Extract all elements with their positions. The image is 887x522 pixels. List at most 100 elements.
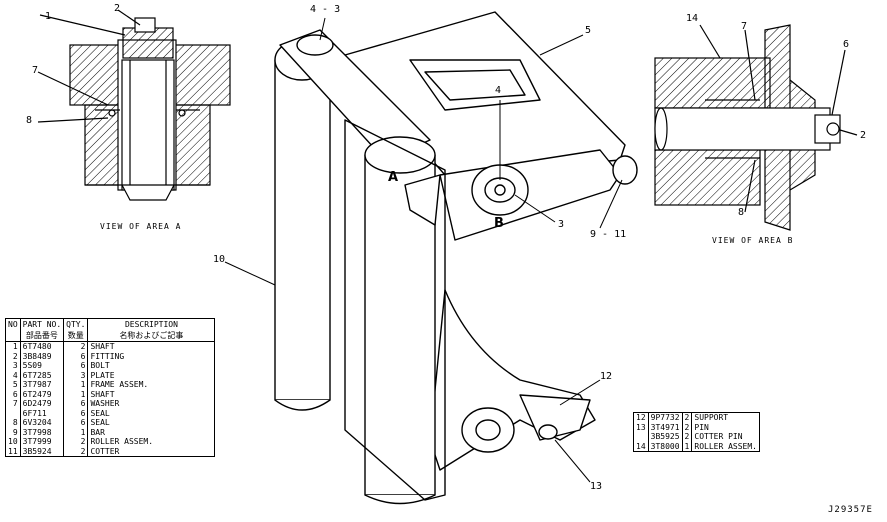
cell-part: 3T4971 <box>647 422 683 432</box>
cell-no: 3 <box>12 361 18 370</box>
callout-7b: 7 <box>741 21 748 32</box>
callout-8b: 8 <box>738 207 745 218</box>
frame-assembly-drawing <box>274 11 638 505</box>
cell-desc: BAR <box>87 427 215 437</box>
cell-desc: SHAFT <box>87 341 215 352</box>
cell-qty: 2 <box>681 412 692 423</box>
cell-no: 14 <box>636 441 646 451</box>
cell-no: 7 <box>12 399 18 408</box>
cell-part: 3T8000 <box>647 441 683 452</box>
cell-no: 9 <box>12 427 18 437</box>
callout-9-11: 9 - 11 <box>590 229 627 240</box>
cell-qty: 6 <box>63 351 88 361</box>
callout-8: 8 <box>26 115 33 126</box>
cell-qty: 6 <box>63 361 88 371</box>
cell-no: 6 <box>12 389 18 399</box>
view-area-a-drawing <box>37 9 231 201</box>
cell-qty: 1 <box>681 441 692 452</box>
cell-part: 3T7998 <box>19 427 64 437</box>
cell-desc: SUPPORT <box>691 412 760 423</box>
callout-2b: 2 <box>860 130 867 141</box>
cell-qty: 2 <box>63 341 88 352</box>
cell-desc: SEAL <box>87 418 215 428</box>
cell-desc: BOLT <box>87 361 215 371</box>
cell-qty: 6 <box>63 399 88 409</box>
cell-part: 3T7999 <box>19 437 64 447</box>
cell-desc: COTTER PIN <box>691 432 760 442</box>
cell-qty: 1 <box>63 389 88 399</box>
cell-part: 5S09 <box>19 361 64 371</box>
callout-5: 5 <box>585 25 592 36</box>
callout-10: 10 <box>213 254 226 265</box>
drawing-reference: J29357E <box>828 505 873 515</box>
callout-14: 14 <box>686 13 699 24</box>
cell-desc: SEAL <box>87 408 215 418</box>
cell-desc: PIN <box>691 422 760 432</box>
col-part-no: PART NO.部品番号 <box>19 318 64 342</box>
callout-12: 12 <box>600 371 613 382</box>
view-area-b-caption: VIEW OF AREA B <box>712 236 794 245</box>
area-a-label: A <box>388 170 399 185</box>
cell-desc: FRAME ASSEM. <box>87 380 215 390</box>
cell-desc: PLATE <box>87 370 215 380</box>
cell-qty: 2 <box>681 422 692 432</box>
cell-part: 3T7987 <box>19 380 64 390</box>
col-qty: QTY.数量 <box>63 318 88 342</box>
cell-no: 5 <box>12 380 18 389</box>
callout-leaders <box>224 17 623 483</box>
cell-qty: 2 <box>63 437 88 447</box>
cell-no <box>634 432 649 442</box>
col-no: NO <box>5 318 21 342</box>
cell-qty: 1 <box>63 380 88 390</box>
cell-no: 11 <box>8 446 18 456</box>
cell-part: 6T7285 <box>19 370 64 380</box>
callout-3: 3 <box>558 219 565 230</box>
cell-qty: 2 <box>681 432 692 442</box>
callout-2: 2 <box>114 3 121 14</box>
cell-part: 6V3204 <box>19 418 64 428</box>
cell-no: 10 <box>8 437 18 446</box>
callout-4: 4 <box>495 85 502 96</box>
callout-7: 7 <box>32 65 39 76</box>
cell-no: 1 <box>12 342 18 351</box>
cell-no: 12 <box>636 413 646 422</box>
cell-part: 9P7732 <box>647 412 683 423</box>
area-b-label: B <box>494 216 504 231</box>
cell-desc: ROLLER ASSEM. <box>691 441 760 452</box>
cell-desc: FITTING <box>87 351 215 361</box>
cell-qty: 3 <box>63 370 88 380</box>
cell-part: 3B5924 <box>19 446 64 457</box>
cell-no: 8 <box>12 418 18 427</box>
cell-part: 3B5925 <box>647 432 683 442</box>
cell-part: 6F711 <box>19 408 64 418</box>
cell-desc: ROLLER ASSEM. <box>87 437 215 447</box>
view-area-b-drawing <box>654 24 858 231</box>
cell-qty: 6 <box>63 408 88 418</box>
cell-no: 2 <box>12 351 18 361</box>
view-area-a-caption: VIEW OF AREA A <box>100 222 182 231</box>
cell-desc: SHAFT <box>87 389 215 399</box>
cell-desc: COTTER <box>87 446 215 457</box>
cell-part: 6D2479 <box>19 399 64 409</box>
callout-6: 6 <box>843 39 850 50</box>
cell-part: 6T7480 <box>19 341 64 352</box>
cell-qty: 2 <box>63 446 88 457</box>
